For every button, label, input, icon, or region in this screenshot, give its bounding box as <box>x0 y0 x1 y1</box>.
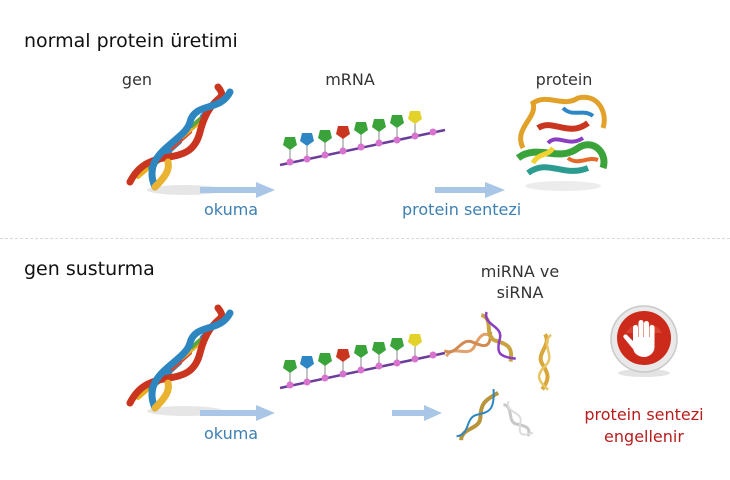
arrow-okuma-top <box>200 182 275 198</box>
step-okuma-top: okuma <box>204 200 259 219</box>
section-title-silencing: gen susturma <box>24 258 155 280</box>
stop-hand-icon <box>610 305 678 377</box>
section-divider <box>0 238 730 239</box>
section-title-normal: normal protein üretimi <box>24 30 238 52</box>
protein-label: protein <box>535 70 593 89</box>
result-line2: engellenir <box>604 427 684 446</box>
mrna-strand-icon <box>279 334 446 390</box>
small-rna-label-line2: siRNA <box>496 283 544 302</box>
small-rna-label-line1: miRNA ve <box>480 262 560 281</box>
protein-structure-icon <box>515 94 608 191</box>
step-protein-sentezi: protein sentezi <box>402 200 522 219</box>
step-okuma-bottom: okuma <box>204 424 259 443</box>
arrow-protein-sentezi <box>435 182 505 198</box>
small-rna-fragments-icon <box>443 311 552 441</box>
dna-helix-icon <box>126 83 234 195</box>
gene-label: gen <box>121 70 153 89</box>
mrna-label: mRNA <box>325 70 375 89</box>
dna-helix-icon <box>126 304 234 416</box>
arrow-okuma-bottom <box>200 405 275 421</box>
arrow-to-small-rna <box>392 405 442 421</box>
mrna-strand-icon <box>279 111 446 167</box>
result-line1: protein sentezi <box>584 405 704 424</box>
